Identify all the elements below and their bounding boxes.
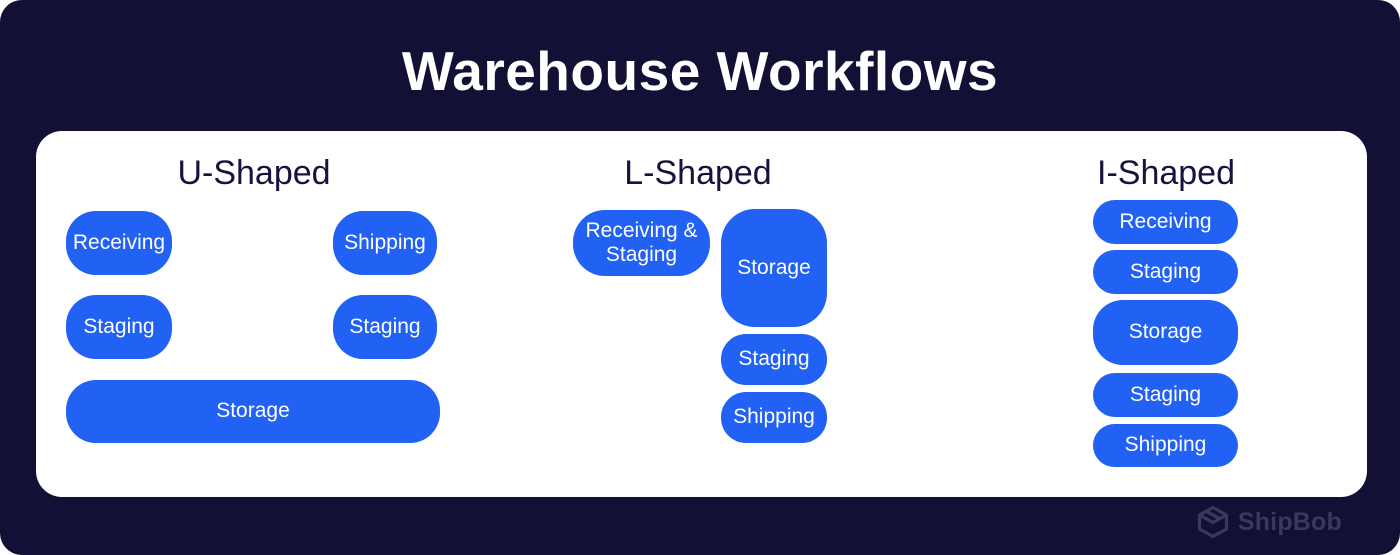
diagram-panel: U-Shaped Receiving Shipping Staging Stag… — [36, 131, 1367, 497]
i-shaped-receiving-box: Receiving — [1093, 200, 1238, 244]
l-shaped-shipping-box: Shipping — [721, 392, 827, 443]
i-shaped-staging-upper-box: Staging — [1093, 250, 1238, 294]
section-title-l-shaped: L-Shaped — [624, 154, 772, 192]
brand-wordmark: ShipBob — [1237, 507, 1342, 536]
u-shaped-staging-left-box: Staging — [66, 295, 172, 359]
page-title: Warehouse Workflows — [401, 40, 999, 102]
i-shaped-storage-box: Storage — [1093, 300, 1238, 365]
section-title-i-shaped: I-Shaped — [1097, 154, 1235, 192]
i-shaped-staging-lower-box: Staging — [1093, 373, 1238, 417]
u-shaped-receiving-box: Receiving — [66, 211, 172, 275]
l-shaped-storage-box: Storage — [721, 209, 827, 327]
i-shaped-shipping-box: Shipping — [1093, 424, 1238, 467]
u-shaped-storage-box: Storage — [66, 380, 440, 443]
brand-logo: ShipBob — [1196, 505, 1342, 539]
u-shaped-shipping-box: Shipping — [333, 211, 437, 275]
l-shaped-receiving-staging-box: Receiving & Staging — [573, 210, 710, 276]
l-shaped-staging-box: Staging — [721, 334, 827, 385]
shipbob-cube-icon — [1196, 505, 1230, 539]
section-title-u-shaped: U-Shaped — [177, 154, 331, 192]
u-shaped-staging-right-box: Staging — [333, 295, 437, 359]
